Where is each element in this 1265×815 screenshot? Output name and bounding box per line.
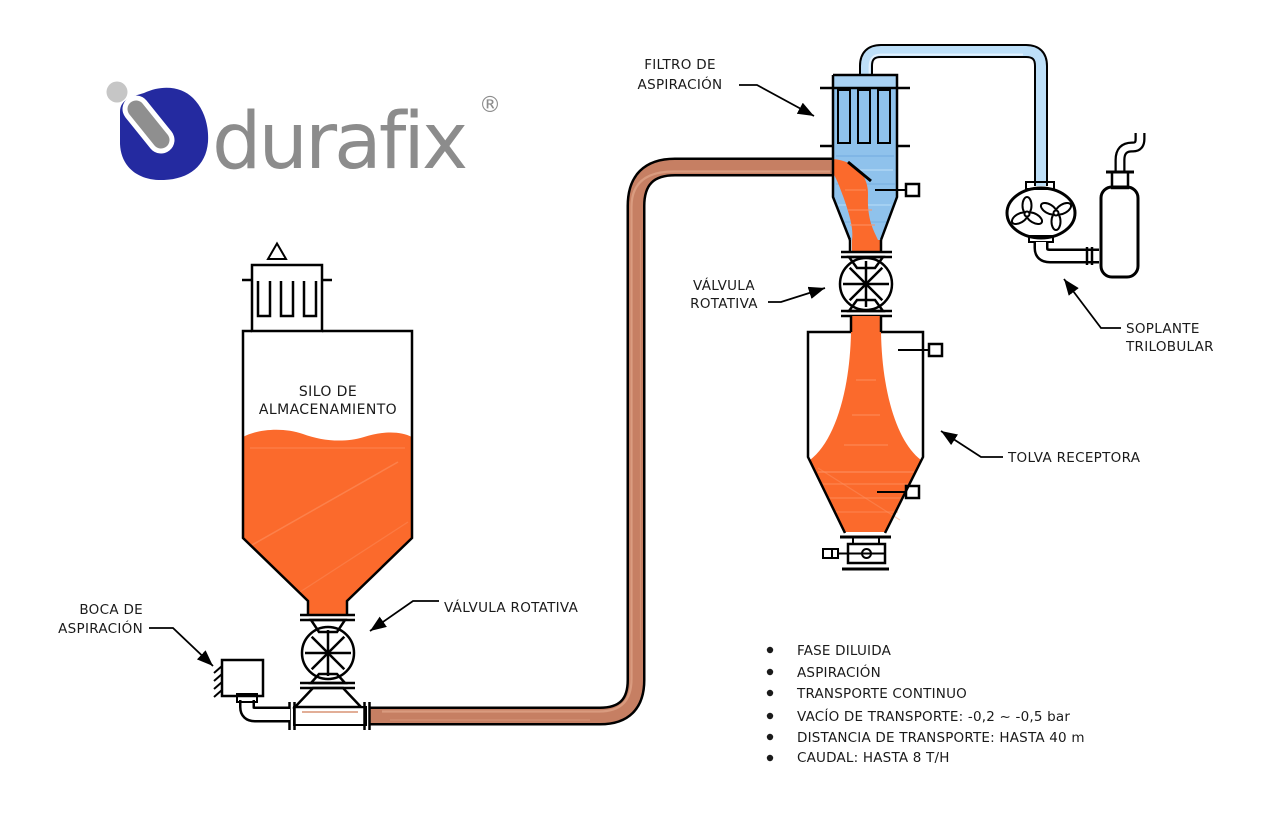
valvula-inferior-leader-line [369, 600, 439, 632]
valve-outlet-material [852, 316, 880, 332]
silo-material [243, 429, 412, 615]
transport-pipe-streaks [382, 170, 830, 721]
filter-outline [831, 73, 899, 241]
rotary-valve-filter-icon [838, 255, 894, 332]
filter-material-stream [833, 159, 878, 240]
label-valvula-inferior: VÁLVULA ROTATIVA [444, 599, 579, 616]
label-boca-line2: ASPIRACIÓN [58, 619, 143, 637]
valve-outlet-transition [292, 686, 364, 709]
label-soplante-line1: SOPLANTE [1126, 321, 1200, 337]
blower-casing [1005, 186, 1077, 240]
silencer [1099, 133, 1146, 279]
filter-level-sensor [875, 182, 921, 198]
valve-rotor-spokes [843, 261, 889, 307]
suction-inlet [213, 658, 290, 723]
silo-material-streaks [250, 447, 409, 593]
inlet-pipe [241, 700, 290, 720]
blower-rotor-left [1010, 196, 1044, 226]
label-filtro-line1: FILTRO DE [644, 57, 716, 73]
storage-silo: SILO DE ALMACENAMIENTO [241, 241, 414, 622]
silo-outline [241, 329, 414, 615]
inlet-neck [236, 693, 258, 703]
label-boca-line1: BOCA DE [79, 602, 143, 618]
label-soplante-line2: TRILOBULAR [1125, 339, 1214, 355]
logo-pin-icon [127, 100, 170, 149]
silencer-body [1099, 185, 1140, 279]
spec-item: TRANSPORTE CONTINUO [796, 686, 967, 702]
boca-leader-line [149, 627, 214, 667]
label-valvula-superior-line1: VÁLVULA [693, 277, 755, 294]
hopper-outline [806, 330, 925, 534]
vent-housing [250, 263, 324, 333]
spec-item: CAUDAL: HASTA 8 T/H [797, 750, 950, 766]
vent-arrow-icon [266, 241, 288, 260]
label-valvula-superior-line2: ROTATIVA [690, 296, 758, 312]
spec-item: DISTANCIA DE TRANSPORTE: HASTA 40 m [797, 730, 1085, 746]
soplante-leader-line [1063, 278, 1121, 329]
silo-vent-filter [242, 241, 332, 333]
exhaust-pipe [1116, 133, 1144, 172]
label-filtro-line2: ASPIRACIÓN [638, 75, 723, 93]
silo-label-line2: ALMACENAMIENTO [259, 402, 397, 418]
spec-item: ASPIRACIÓN [797, 663, 881, 681]
filtro-leader-line [739, 84, 815, 117]
filter-top-band [834, 76, 896, 87]
registered-trademark: ® [479, 93, 501, 118]
durafix-logo: durafix ® [106, 81, 501, 187]
hopper-level-sensor-upper [898, 342, 944, 358]
spec-item: VACÍO DE TRANSPORTE: -0,2 ~ -0,5 bar [797, 708, 1070, 725]
silo-label-line1: SILO DE [299, 384, 357, 400]
bullet-icon [766, 733, 774, 741]
bullet-icon [766, 646, 774, 654]
label-tolva: TOLVA RECEPTORA [1007, 450, 1141, 466]
hopper-level-sensor-lower [877, 484, 921, 500]
callout-labels: FILTRO DE ASPIRACIÓN VÁLVULA ROTATIVA SO… [58, 57, 1214, 637]
brand-wordmark: durafix [212, 97, 466, 187]
vacuum-pipe-streak [868, 53, 1023, 76]
leader-lines [149, 84, 1121, 667]
transport-pipe [369, 157, 834, 726]
vacuum-pipe-body [861, 46, 1046, 186]
tolva-leader-line [940, 430, 1003, 458]
transport-pipe-body [369, 160, 834, 723]
blower-rotor-right [1039, 201, 1073, 231]
filter-bags [837, 89, 891, 144]
spec-list: FASE DILUIDA ASPIRACIÓN TRANSPORTE CONTI… [766, 643, 1085, 766]
vacuum-air-pipe [859, 44, 1048, 186]
suction-filter [820, 73, 921, 259]
bullet-icon [766, 712, 774, 720]
valvula-superior-leader-line [768, 286, 826, 303]
filter-stream-streaks [845, 189, 875, 226]
transport-pipe-outline [369, 157, 834, 726]
pickup-tee [288, 686, 371, 730]
valve-rotor-spokes [305, 630, 351, 676]
tee-pipe [293, 706, 367, 726]
filter-neck-material [852, 240, 880, 252]
hopper-discharge-valve [822, 535, 891, 571]
bullet-icon [766, 668, 774, 676]
logo-dot [106, 81, 128, 103]
receiving-hopper [806, 330, 944, 571]
inlet-box [220, 658, 265, 698]
rotary-valve-silo-icon [300, 618, 356, 690]
trilobe-blower [1005, 133, 1146, 279]
bullet-icon [766, 689, 774, 697]
hopper-material-streaks [817, 379, 914, 521]
vent-cartridges [256, 281, 318, 318]
spec-item: FASE DILUIDA [797, 643, 892, 659]
filter-deflector [847, 160, 872, 183]
hopper-material-pile [810, 332, 921, 532]
blower-outlet-pipe [1036, 242, 1099, 261]
inlet-hatch-marks [213, 665, 223, 698]
bullet-icon [766, 754, 774, 762]
